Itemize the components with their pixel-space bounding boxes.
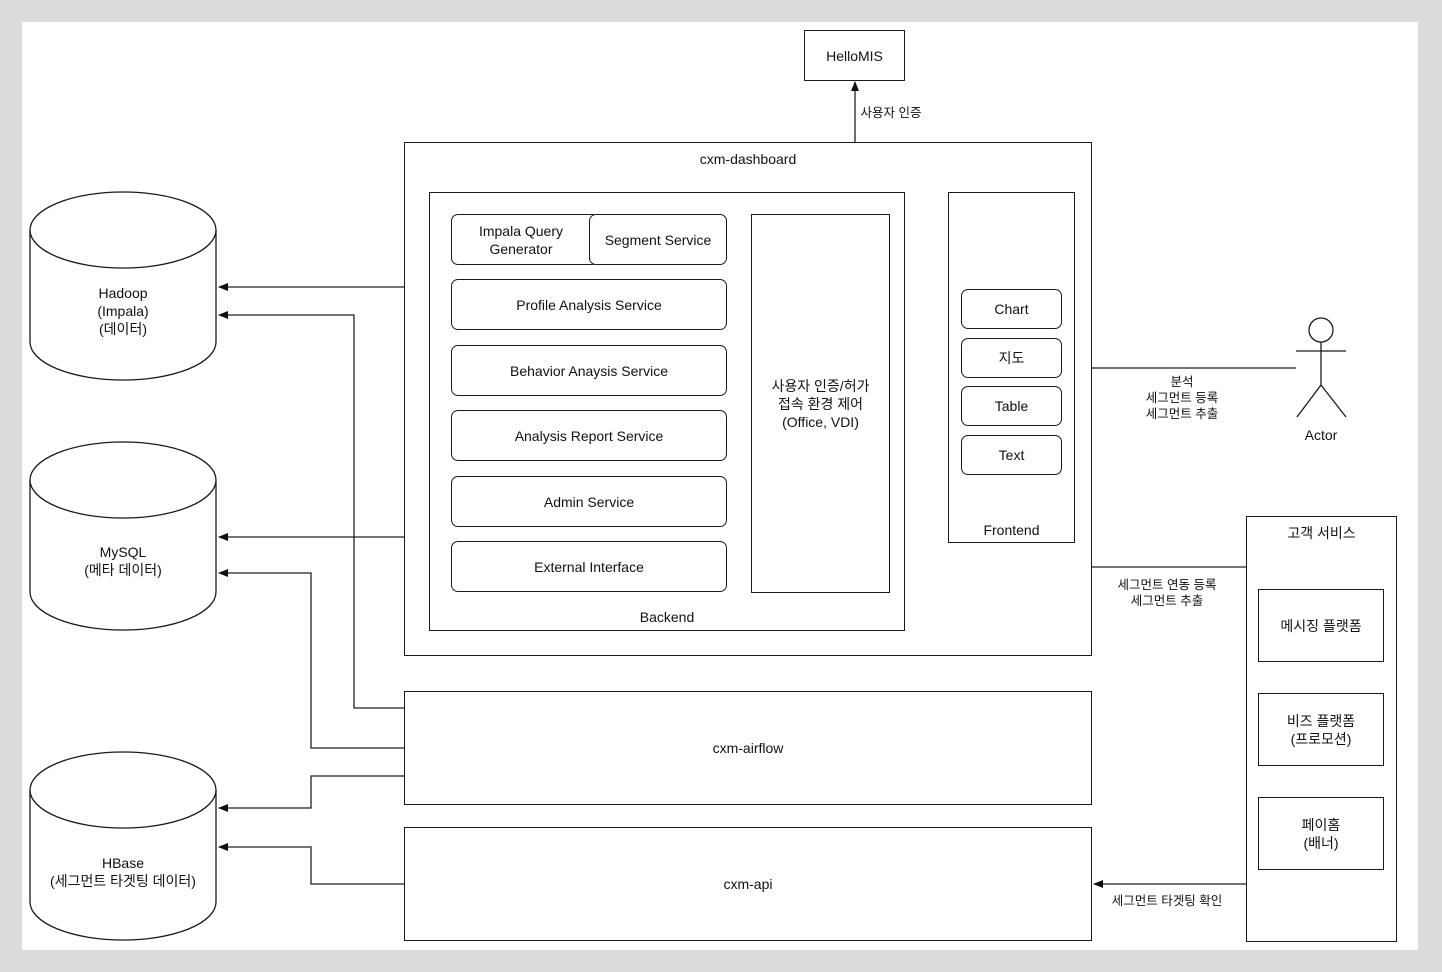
behavior-analysis-service: Behavior Anaysis Service [451, 345, 727, 396]
edge-external-label: 세그먼트 연동 등록 세그먼트 추출 [1117, 578, 1217, 608]
cxm-api-box: cxm-api [404, 827, 1092, 941]
frontend-title: Frontend [983, 522, 1040, 538]
segment-service: Segment Service [589, 214, 727, 265]
admin-service: Admin Service [451, 476, 727, 527]
biz-platform: 비즈 플랫폼 (프로모션) [1258, 693, 1384, 766]
actor-label: Actor [1304, 427, 1338, 443]
backend-title: Backend [639, 609, 695, 625]
edge-actor-label: 분석 세그먼트 등록 세그먼트 추출 [1145, 375, 1219, 421]
frontend-item-chart: Chart [961, 289, 1062, 329]
auth-control-box: 사용자 인증/허가 접속 환경 제어 (Office, VDI) [751, 214, 890, 593]
hellomis-label: HelloMIS [826, 47, 883, 64]
frontend-item-table: Table [961, 386, 1062, 426]
frontend-item-map: 지도 [961, 338, 1062, 378]
external-interface: External Interface [451, 541, 727, 592]
impala-query-generator: Impala Query Generator [451, 214, 599, 265]
mysql-label: MySQL (메타 데이터) [84, 544, 162, 578]
customer-service-title: 고객 서비스 [1287, 525, 1356, 541]
cxm-airflow-box: cxm-airflow [404, 691, 1092, 805]
edge-api-label: 세그먼트 타겟팅 확인 [1111, 894, 1223, 908]
edge-auth-label: 사용자 인증 [860, 106, 922, 120]
analysis-report-service: Analysis Report Service [451, 410, 727, 461]
payhome-banner: 페이홈 (배너) [1258, 797, 1384, 870]
messaging-platform: 메시징 플랫폼 [1258, 589, 1384, 662]
cxm-dashboard-title: cxm-dashboard [699, 151, 797, 167]
frontend-item-text: Text [961, 435, 1062, 475]
profile-analysis-service: Profile Analysis Service [451, 279, 727, 330]
hadoop-label: Hadoop (Impala) (데이터) [97, 285, 149, 337]
hbase-label: HBase (세그먼트 타겟팅 데이터) [50, 855, 196, 889]
hellomis-box: HelloMIS [804, 30, 905, 81]
